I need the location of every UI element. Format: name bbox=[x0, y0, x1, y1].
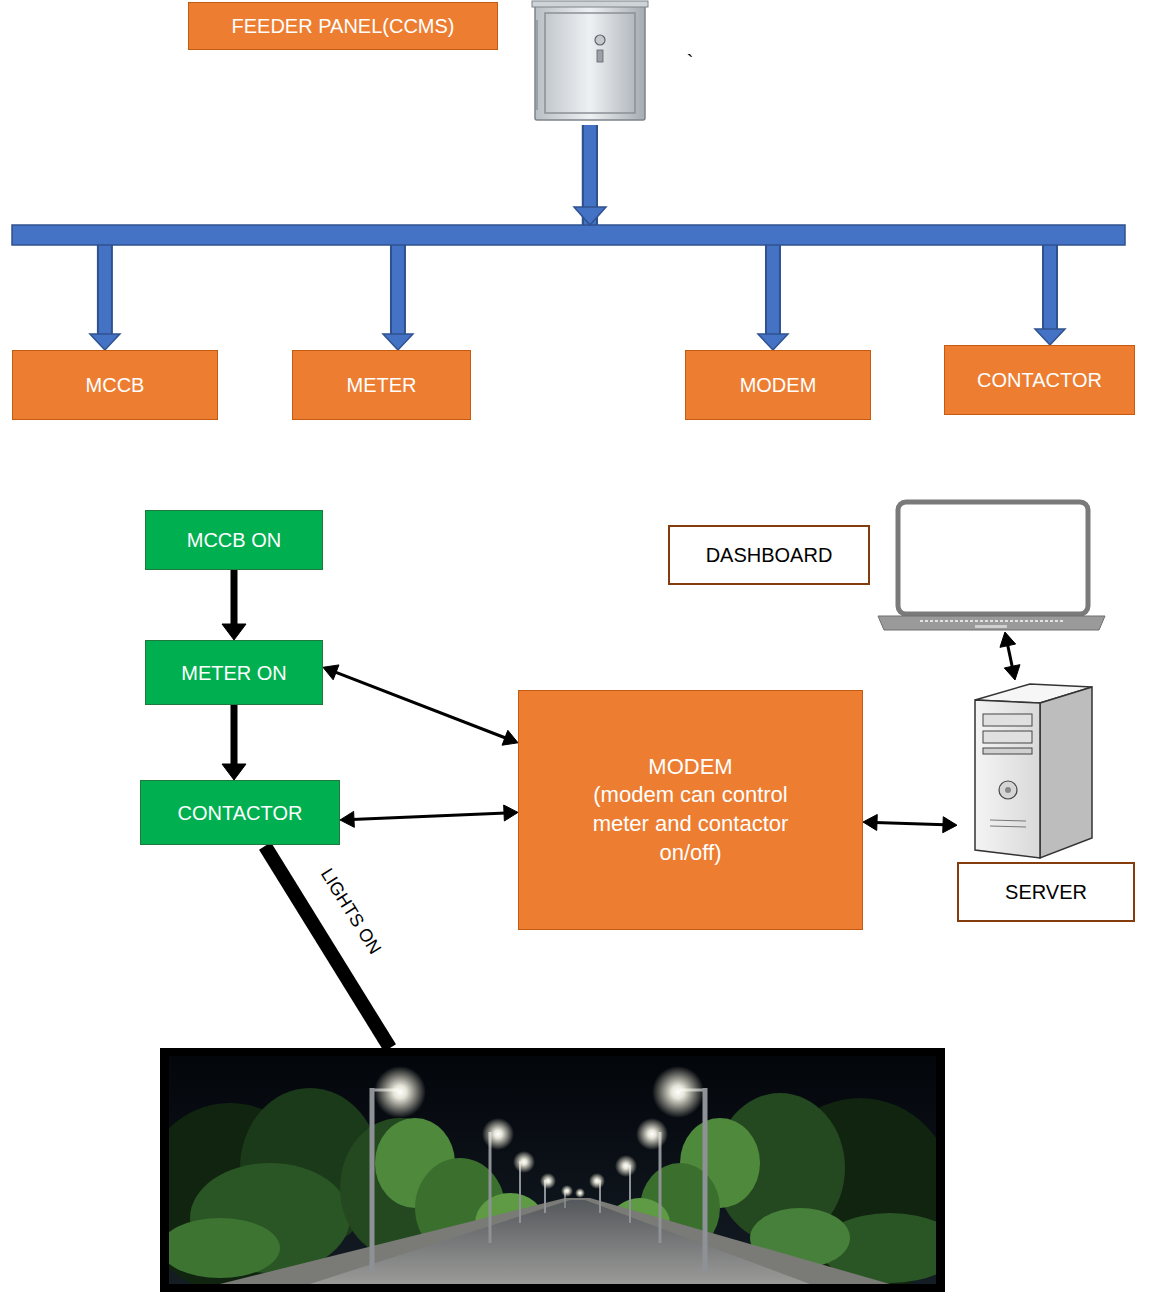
component-box: CONTACTOR bbox=[944, 345, 1135, 415]
arrow-shaft bbox=[231, 570, 238, 626]
box-title: MCCB ON bbox=[187, 527, 281, 553]
connector-arrow bbox=[863, 814, 957, 832]
night-sky bbox=[169, 1056, 936, 1284]
box-title: MCCB bbox=[86, 372, 145, 398]
arrow-shaft bbox=[334, 672, 507, 739]
bus-bar bbox=[12, 225, 1125, 245]
cabinet-icon bbox=[532, 1, 648, 120]
arrow-shaft bbox=[1007, 644, 1012, 669]
box-body-text: (modem can control meter and contactor o… bbox=[571, 781, 811, 867]
arrow-shaft bbox=[352, 813, 506, 820]
component-box: MCCB bbox=[12, 350, 218, 420]
component-box: MODEM bbox=[685, 350, 871, 420]
component-box: METER bbox=[292, 350, 471, 420]
arrowhead bbox=[323, 665, 339, 680]
arrowhead bbox=[1004, 665, 1020, 680]
server-tower-icon bbox=[975, 684, 1092, 858]
arrowhead bbox=[863, 814, 877, 830]
arrowhead bbox=[222, 764, 246, 780]
photo-frame bbox=[160, 1048, 945, 1292]
laptop-icon bbox=[878, 502, 1105, 630]
dashboard-label: DASHBOARD bbox=[668, 525, 870, 585]
arrowhead bbox=[502, 730, 518, 745]
arrowhead bbox=[504, 805, 518, 821]
panel-label: FEEDER PANEL(CCMS) bbox=[188, 2, 498, 50]
connector-arrow bbox=[1000, 632, 1020, 680]
arrow-shaft bbox=[231, 705, 238, 766]
arrowhead bbox=[1000, 632, 1016, 647]
state-box: MCCB ON bbox=[145, 510, 323, 570]
arrowhead bbox=[943, 817, 957, 833]
modem-box: MODEM(modem can control meter and contac… bbox=[518, 690, 863, 930]
connector-arrow bbox=[323, 665, 518, 745]
lamp-posts bbox=[372, 1088, 705, 1273]
stray-mark: ` bbox=[687, 51, 694, 74]
box-title: METER ON bbox=[181, 660, 287, 686]
labelled-icon-node: SERVER bbox=[957, 680, 1135, 922]
labelled-icon-node: FEEDER PANEL(CCMS) bbox=[188, 0, 650, 125]
arrowhead bbox=[383, 334, 413, 350]
box-title: METER bbox=[347, 372, 417, 398]
box-title: CONTACTOR bbox=[977, 367, 1102, 393]
arrowhead bbox=[758, 334, 788, 350]
sidewalk bbox=[220, 1198, 890, 1284]
box-title: MODEM bbox=[648, 753, 732, 782]
street-photo bbox=[140, 1048, 960, 1295]
arrowhead bbox=[222, 624, 246, 640]
connector-arrow bbox=[340, 805, 518, 827]
connector-arrow bbox=[222, 705, 246, 780]
arrowhead bbox=[90, 334, 120, 350]
server-label: SERVER bbox=[957, 862, 1135, 922]
box-title: CONTACTOR bbox=[178, 800, 303, 826]
box-title: MODEM bbox=[740, 372, 817, 398]
trunk-arrowhead bbox=[574, 207, 606, 225]
arrowhead bbox=[1035, 329, 1065, 345]
lamp-glow bbox=[374, 1066, 704, 1198]
arrow-shaft bbox=[875, 822, 945, 824]
state-box: CONTACTOR bbox=[140, 780, 340, 845]
road bbox=[310, 1200, 810, 1284]
trees bbox=[169, 1088, 936, 1284]
state-box: METER ON bbox=[145, 640, 323, 705]
arrowhead bbox=[340, 811, 354, 827]
labelled-icon-node: DASHBOARD bbox=[668, 498, 1105, 632]
lights-line bbox=[265, 846, 390, 1048]
connector-arrow bbox=[222, 570, 246, 640]
flow-label: LIGHTS ON bbox=[316, 864, 385, 957]
